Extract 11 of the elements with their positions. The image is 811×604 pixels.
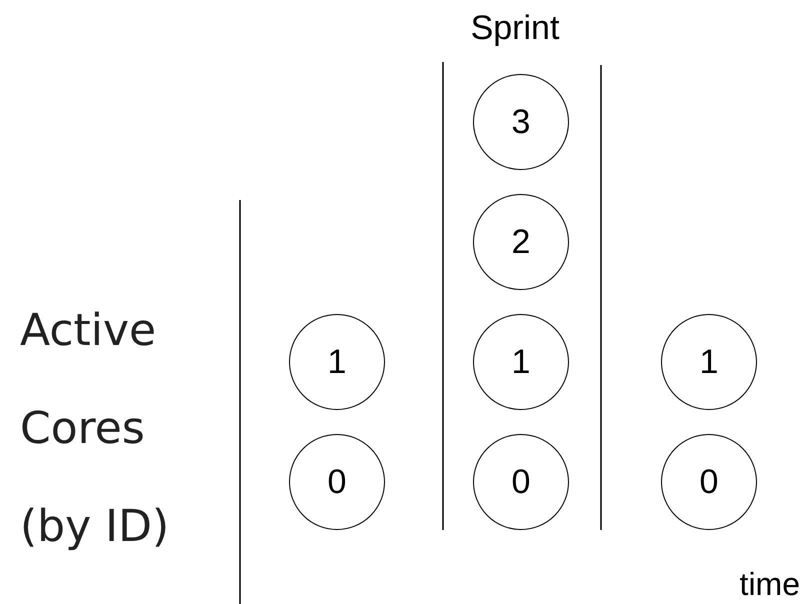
core-id: 0 [512, 462, 530, 502]
core-id: 1 [700, 342, 718, 382]
core-id: 1 [328, 342, 346, 382]
axis-label: Active Cores (by ID) [20, 304, 170, 554]
core-id: 1 [512, 342, 530, 382]
core-id: 0 [700, 462, 718, 502]
phase-label: Sprint [470, 8, 560, 48]
core-id: 0 [328, 462, 346, 502]
axis-label: time [738, 565, 800, 603]
core-id: 2 [512, 222, 530, 262]
core-id: 3 [512, 102, 530, 142]
